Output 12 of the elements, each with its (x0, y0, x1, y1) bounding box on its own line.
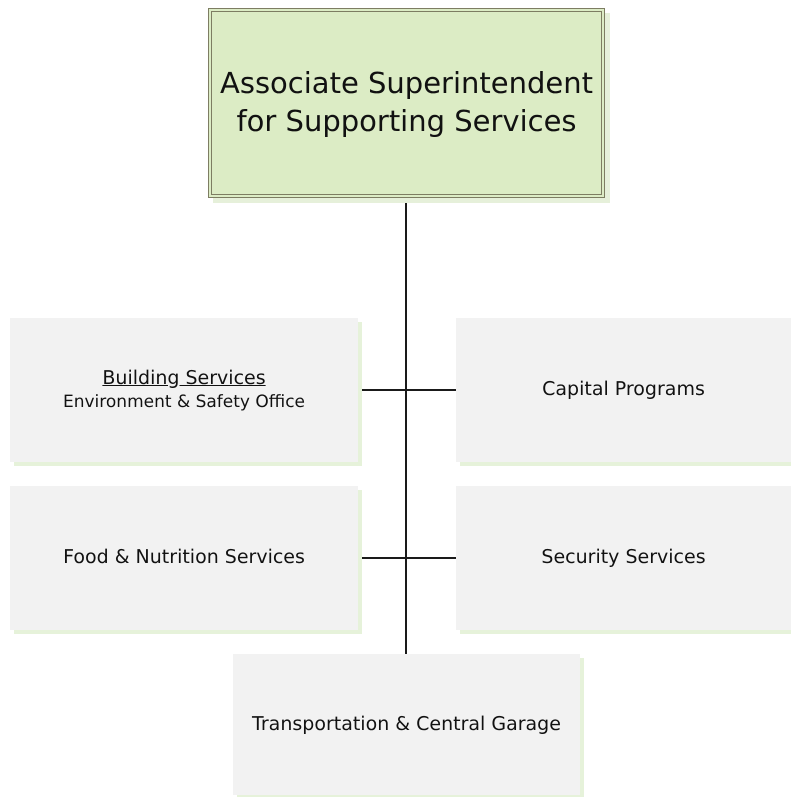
department-box (233, 654, 580, 795)
department-box (10, 318, 358, 462)
department-box (456, 486, 791, 630)
office-name: Environment & Safety Office (62, 391, 306, 414)
department-box (10, 486, 358, 630)
box-title: Associate Superintendent for Supporting Services (219, 65, 594, 140)
box-title: Transportation & Central Garage (251, 712, 562, 737)
box-title: Capital Programs (541, 377, 706, 402)
department-heading: Building Services (101, 366, 267, 391)
department-box (456, 318, 791, 462)
box-title: Food & Nutrition Services (62, 545, 306, 570)
box-title: Security Services (540, 545, 707, 570)
